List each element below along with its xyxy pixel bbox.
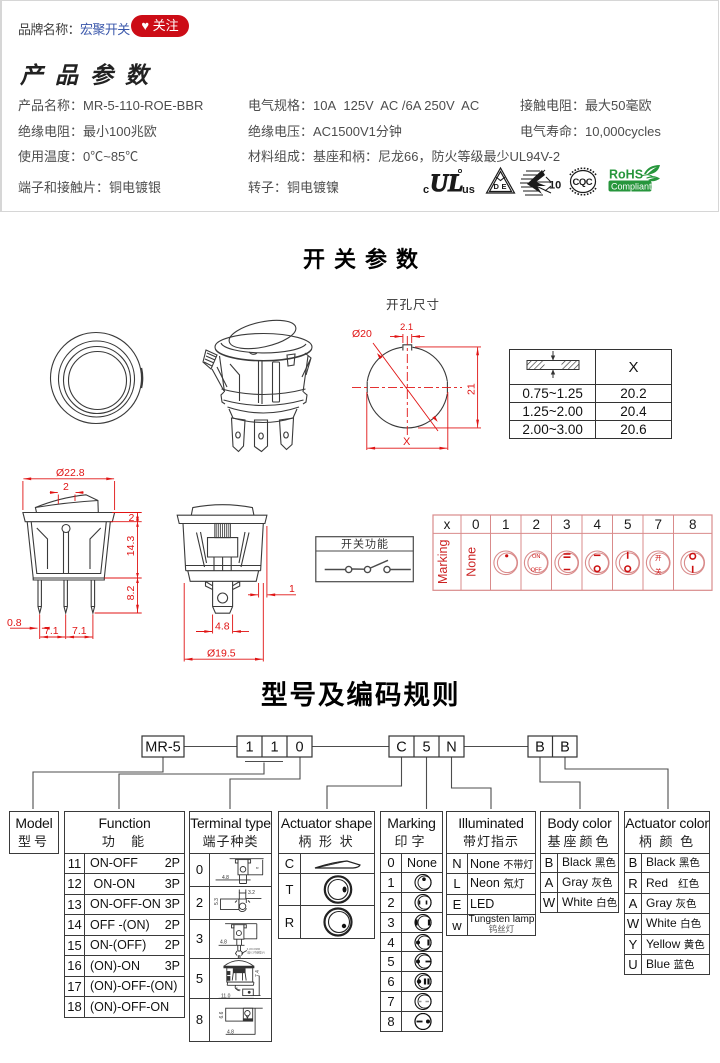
svg-text:关: 关 — [655, 567, 662, 576]
svg-text:X: X — [403, 436, 411, 448]
svg-text:0: 0 — [295, 740, 303, 756]
svg-text:7.4: 7.4 — [254, 969, 260, 976]
svg-text:5: 5 — [422, 740, 430, 756]
svg-text:10: 10 — [549, 180, 561, 192]
svg-text:UL: UL — [430, 170, 463, 197]
svg-text:11.0: 11.0 — [221, 993, 231, 998]
svg-text:1: 1 — [245, 740, 253, 756]
svg-text:4.8: 4.8 — [220, 939, 227, 945]
svg-text:OFF: OFF — [531, 568, 543, 574]
svg-text:None: None — [465, 547, 479, 577]
svg-text:Ø19.5: Ø19.5 — [207, 648, 236, 660]
svg-text:c: c — [423, 184, 429, 196]
svg-text:2: 2 — [532, 517, 540, 532]
svg-text:D: D — [494, 182, 500, 191]
svg-text:6.6: 6.6 — [219, 1011, 225, 1018]
svg-text:N: N — [446, 740, 456, 756]
svg-text:21: 21 — [466, 383, 478, 395]
svg-text:1: 1 — [502, 517, 510, 532]
svg-text:us: us — [462, 184, 475, 196]
svg-text:开孔尺寸: 开孔尺寸 — [386, 298, 440, 312]
svg-text:(插6.3中继端子): (插6.3中继端子) — [246, 950, 264, 954]
svg-text:x: x — [444, 517, 451, 532]
svg-text:1: 1 — [270, 740, 278, 756]
svg-text:Ø22.8: Ø22.8 — [56, 467, 85, 479]
svg-text:7.1: 7.1 — [44, 625, 59, 637]
svg-text:0: 0 — [472, 517, 480, 532]
svg-text:8.2: 8.2 — [125, 586, 137, 601]
svg-text:C: C — [396, 740, 406, 756]
svg-text:开: 开 — [655, 554, 662, 562]
svg-text:B: B — [560, 740, 570, 756]
svg-text:5: 5 — [624, 517, 632, 532]
svg-text:Compliant: Compliant — [611, 182, 652, 192]
svg-text:RoHS: RoHS — [609, 168, 643, 182]
svg-text:7: 7 — [654, 517, 662, 532]
svg-text:MR-5: MR-5 — [145, 740, 180, 756]
svg-text:E: E — [502, 182, 507, 191]
svg-text:4.8: 4.8 — [227, 1029, 234, 1035]
svg-text:2.1: 2.1 — [400, 322, 413, 333]
svg-text:4.8: 4.8 — [215, 621, 230, 633]
svg-text:6: 6 — [254, 866, 259, 869]
svg-text:4: 4 — [593, 517, 601, 532]
svg-text:2: 2 — [63, 481, 69, 493]
svg-text:3: 3 — [563, 517, 571, 532]
svg-text:Ø20: Ø20 — [352, 328, 372, 340]
svg-text:0.8: 0.8 — [7, 617, 22, 629]
svg-text:2: 2 — [129, 512, 135, 524]
svg-text:B: B — [535, 740, 545, 756]
svg-text:1: 1 — [289, 583, 295, 595]
svg-text:14.3: 14.3 — [125, 536, 137, 557]
svg-text:8: 8 — [689, 517, 697, 532]
svg-text:5.3: 5.3 — [214, 897, 220, 904]
svg-text:CQC: CQC — [573, 177, 593, 188]
svg-text:3.2: 3.2 — [248, 890, 255, 896]
svg-text:4.8: 4.8 — [222, 875, 229, 881]
svg-text:6.3X0.8MM: 6.3X0.8MM — [246, 947, 259, 951]
svg-text:Marking: Marking — [436, 540, 450, 585]
svg-text:开关功能: 开关功能 — [341, 537, 389, 551]
svg-text:ON: ON — [532, 554, 540, 560]
svg-text:7.1: 7.1 — [72, 625, 87, 637]
